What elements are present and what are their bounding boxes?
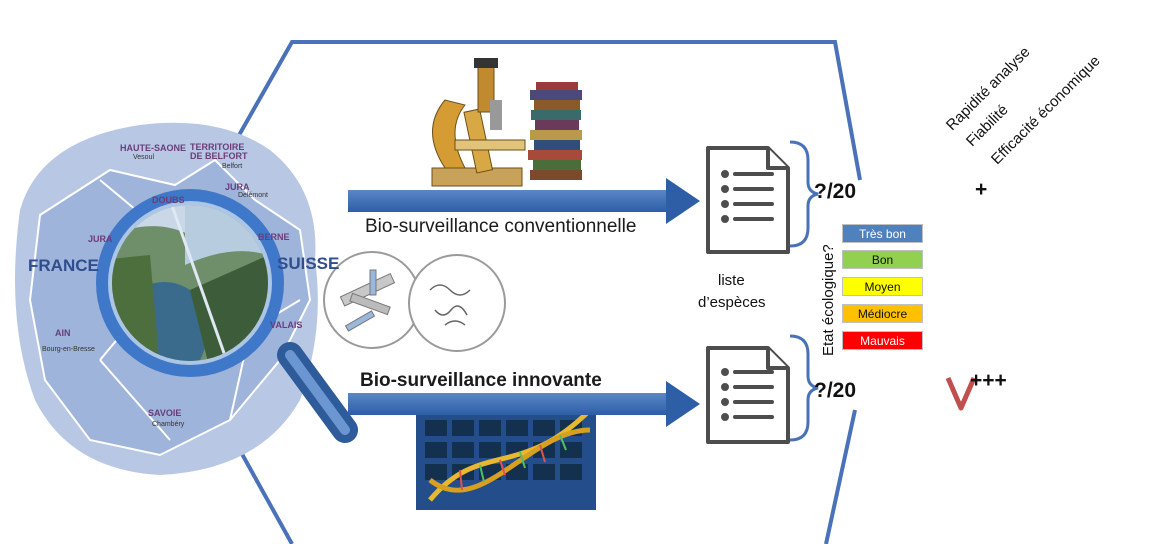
eco-level-bon: Bon xyxy=(842,250,923,269)
map-label-doubs: DOUBS xyxy=(152,195,185,205)
document-icon-top xyxy=(706,146,790,254)
map-label-savoie: SAVOIE xyxy=(148,408,182,418)
map-label-haute-saone: HAUTE-SAONE xyxy=(120,143,187,153)
map-label-jura-france: JURA xyxy=(88,234,113,244)
map-label-valais: VALAIS xyxy=(270,320,303,330)
eco-level-mediocre: Médiocre xyxy=(842,304,923,323)
map-label-ain: AIN xyxy=(55,328,71,338)
map-city-belfort: Belfort xyxy=(222,163,243,170)
map-city-delemont: Delémont xyxy=(238,192,268,199)
plus-bottom: +++ xyxy=(970,369,1007,392)
eco-level-tres-bon: Très bon xyxy=(842,224,923,243)
dna-keyboard-image xyxy=(416,406,596,510)
microscope-icon xyxy=(431,58,526,187)
document-icon-bottom xyxy=(706,346,790,444)
map-city-vesoul: Vesoul xyxy=(133,154,155,161)
map-label-jura-suisse: JURA xyxy=(225,182,250,192)
innovative-label: Bio-surveillance innovante xyxy=(360,370,602,391)
conventional-arrow xyxy=(348,178,700,224)
books-icon xyxy=(528,82,582,180)
innovative-arrow xyxy=(348,381,700,427)
magnifier-icon xyxy=(96,189,358,443)
score-top: ?/20 xyxy=(814,180,857,203)
country-label-suisse: SUISSE xyxy=(277,254,340,273)
country-label-france: FRANCE xyxy=(28,256,99,275)
map-label-territoire-belfort: TERRITOIRE DE BELFORT xyxy=(190,142,248,161)
red-arrow xyxy=(945,160,977,411)
score-bottom: ?/20 xyxy=(814,379,857,402)
conventional-label: Bio-surveillance conventionnelle xyxy=(365,216,637,237)
microorganisms-icon xyxy=(323,251,506,352)
brace-bottom xyxy=(789,334,819,442)
map-label-berne: BERNE xyxy=(258,232,290,242)
map-city-bourg: Bourg-en-Bresse xyxy=(42,346,95,353)
species-list-label-line1: liste xyxy=(718,272,745,289)
eco-state-label: Etat écologique? xyxy=(820,244,837,356)
plus-top: + xyxy=(975,178,988,201)
eco-level-moyen: Moyen xyxy=(842,277,923,296)
eco-level-mauvais: Mauvais xyxy=(842,331,923,350)
map-city-chambery: Chambéry xyxy=(152,421,185,428)
species-list-label-line2: d’espèces xyxy=(698,294,766,311)
brace-top xyxy=(789,140,819,248)
